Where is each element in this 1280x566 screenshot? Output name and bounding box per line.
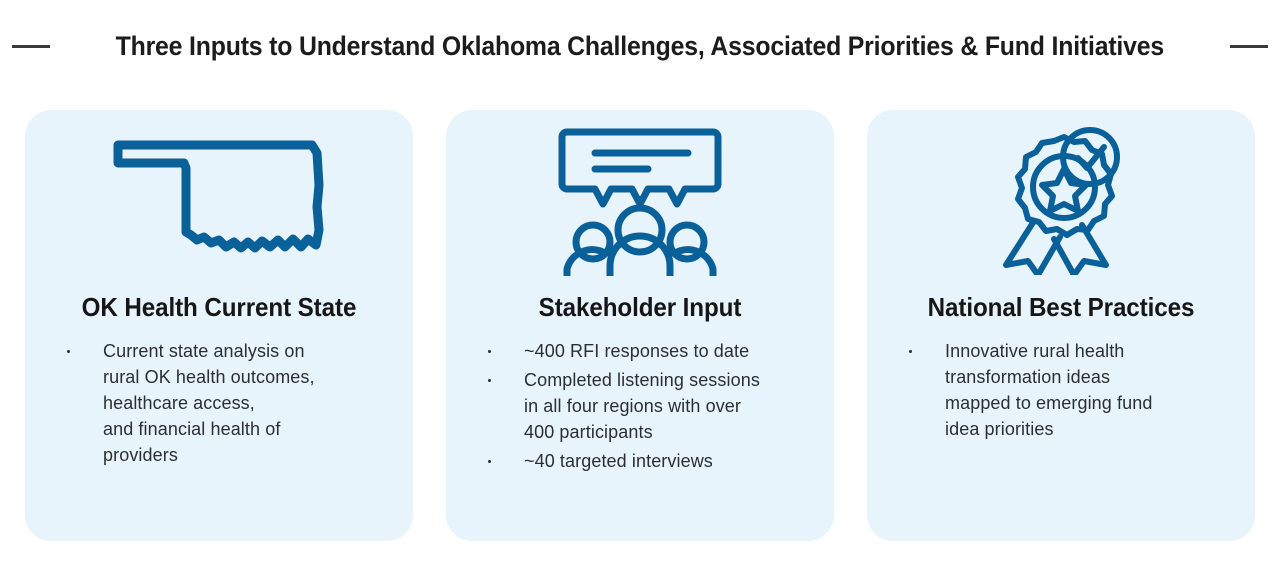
title-right-rule-icon bbox=[1229, 44, 1268, 48]
list-item: Innovative rural health transformation i… bbox=[889, 338, 1241, 442]
list-item: Current state analysis on rural OK healt… bbox=[47, 338, 399, 468]
card-bullet-list: ~400 RFI responses to date Completed lis… bbox=[446, 338, 834, 541]
card-bullet-list: Current state analysis on rural OK healt… bbox=[25, 338, 413, 541]
card-stakeholder-input[interactable]: Stakeholder Input ~400 RFI responses to … bbox=[446, 110, 834, 541]
card-heading: Stakeholder Input bbox=[538, 292, 742, 322]
oklahoma-state-map-icon bbox=[25, 110, 413, 290]
award-badge-check-icon bbox=[867, 110, 1255, 290]
list-item: ~400 RFI responses to date bbox=[468, 338, 820, 364]
speech-bubble-people-icon bbox=[446, 110, 834, 290]
card-heading: National Best Practices bbox=[927, 292, 1195, 322]
card-national-best-practices[interactable]: National Best Practices Innovative rural… bbox=[867, 110, 1255, 541]
cards-container: OK Health Current State Current state an… bbox=[25, 110, 1255, 541]
card-bullet-list: Innovative rural health transformation i… bbox=[867, 338, 1255, 541]
card-heading: OK Health Current State bbox=[81, 292, 357, 322]
card-ok-health-current-state[interactable]: OK Health Current State Current state an… bbox=[25, 110, 413, 541]
page-title: Three Inputs to Understand Oklahoma Chal… bbox=[115, 30, 1165, 61]
title-left-rule-icon bbox=[12, 44, 51, 48]
slide-header: Three Inputs to Understand Oklahoma Chal… bbox=[0, 24, 1280, 68]
list-item: ~40 targeted interviews bbox=[468, 448, 820, 474]
list-item: Completed listening sessions in all four… bbox=[468, 367, 820, 445]
